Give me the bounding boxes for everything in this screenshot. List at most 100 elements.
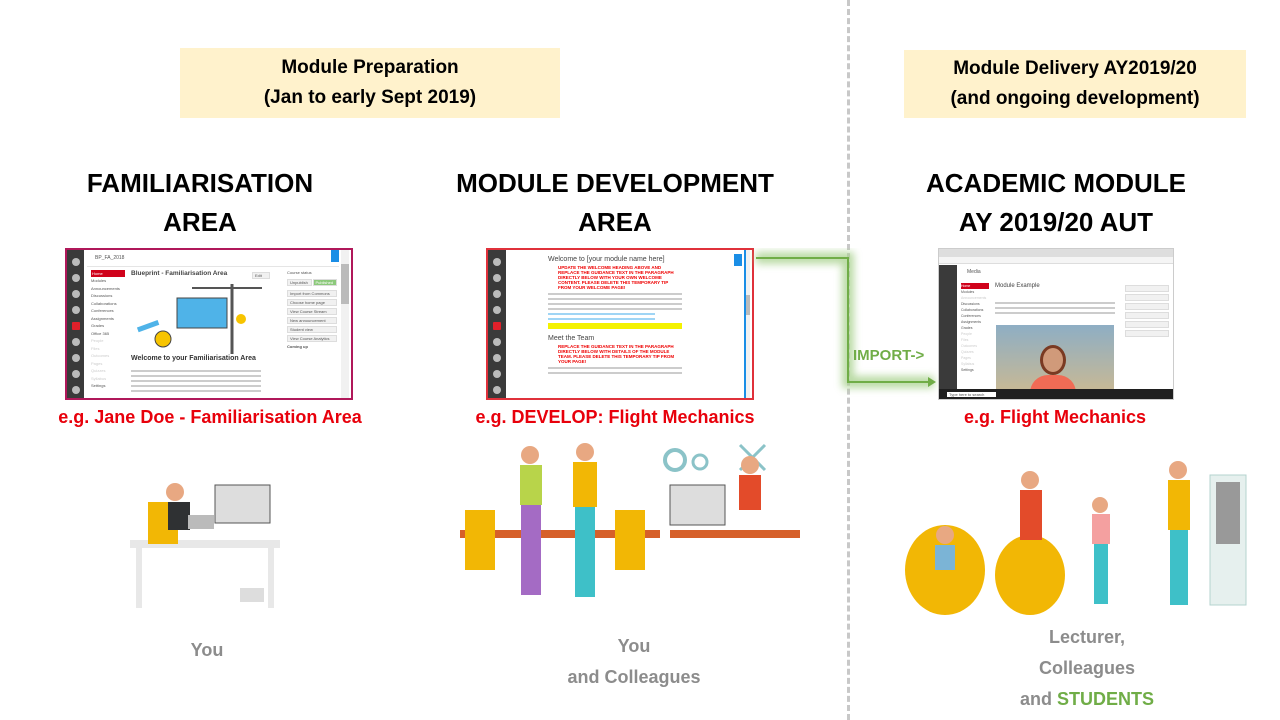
menu-item[interactable]: Settings: [91, 383, 106, 388]
colleagues-illustration: [460, 443, 800, 597]
guidance-tip: UPDATE THE WELCOME HEADING ABOVE AND REP…: [558, 265, 674, 290]
menu-item[interactable]: People: [91, 338, 104, 343]
menu-item[interactable]: Syllabus: [91, 375, 107, 381]
audience-line: Colleagues: [1038, 658, 1136, 678]
help-tab[interactable]: [331, 250, 339, 262]
import-label: IMPORT->: [853, 347, 925, 364]
phase-title: Module Preparation: [281, 57, 459, 78]
unpublish-button[interactable]: Unpublish: [287, 279, 312, 286]
menu-item[interactable]: Modules: [91, 278, 107, 283]
course-status-label: Course status: [287, 270, 312, 275]
menu-item[interactable]: Office 365: [91, 330, 110, 336]
menu-item[interactable]: Pages: [961, 356, 971, 360]
menu-item[interactable]: Grades: [961, 326, 973, 330]
phase-preparation: Module Preparation (Jan to early Sept 20…: [180, 48, 560, 118]
menu-item[interactable]: People: [961, 332, 972, 336]
sidebar-button[interactable]: Student view: [287, 326, 337, 333]
heading-line: ACADEMIC MODULE: [926, 168, 1186, 198]
heading-academic: ACADEMIC MODULE AY 2019/20 AUT: [896, 164, 1216, 242]
menu-item[interactable]: Quizzes: [91, 368, 106, 373]
sidebar-button[interactable]: Import from Commons: [287, 290, 337, 297]
menu-item[interactable]: Discussions: [961, 302, 980, 306]
audience-familiarisation: You: [190, 640, 224, 660]
students-illustration: [905, 461, 1247, 615]
menu-item[interactable]: Announcements: [961, 296, 987, 300]
menu-item[interactable]: Assignments: [91, 315, 114, 321]
audience-students: STUDENTS: [1057, 689, 1155, 709]
phase-delivery: Module Delivery AY2019/20 (and ongoing d…: [904, 50, 1246, 118]
person-at-desk-illustration: [130, 483, 280, 608]
menu-item[interactable]: Collaborations: [91, 300, 117, 306]
welcome-video[interactable]: [996, 325, 1114, 393]
menu-item[interactable]: Outcomes: [91, 353, 110, 358]
menu-item[interactable]: Syllabus: [961, 362, 975, 366]
edit-button[interactable]: Edit: [252, 272, 270, 279]
taskbar-search[interactable]: Type here to search: [947, 392, 997, 397]
heading-line: AREA: [163, 207, 237, 237]
audience-line: Lecturer,: [1048, 627, 1126, 647]
menu-item[interactable]: Settings: [961, 368, 974, 372]
menu-item[interactable]: Outcomes: [961, 344, 977, 348]
welcome-heading: Welcome to your Familiarisation Area: [131, 355, 256, 362]
sidebar-button[interactable]: New announcement: [287, 317, 337, 324]
menu-item[interactable]: Pages: [91, 360, 103, 366]
windows-taskbar: Type here to search: [939, 389, 1173, 399]
heading-line: MODULE DEVELOPMENT: [456, 168, 774, 198]
sidebar-button[interactable]: View Course Analytics: [287, 335, 337, 342]
phase-title: Module Delivery AY2019/20: [953, 58, 1197, 79]
meet-team-heading: Meet the Team: [548, 335, 595, 342]
menu-item[interactable]: Discussions: [91, 293, 113, 298]
caption-development: e.g. DEVELOP: Flight Mechanics: [475, 407, 755, 427]
coming-up-label: Coming up: [287, 344, 308, 349]
breadcrumb: Media: [967, 269, 981, 275]
menu-item[interactable]: Conferences: [961, 314, 981, 318]
menu-item[interactable]: Grades: [91, 323, 105, 328]
heading-familiarisation: FAMILIARISATION AREA: [40, 164, 360, 242]
sidebar-button[interactable]: View Course Stream: [287, 308, 337, 315]
blueprint-illustration: [137, 284, 262, 354]
import-connector: [756, 252, 936, 388]
audience-academic: Lecturer, Colleagues and STUDENTS: [987, 622, 1187, 715]
welcome-heading: Welcome to [your module name here]: [548, 256, 665, 263]
course-code: BP_FA_2018: [95, 255, 125, 261]
browser-address-bar[interactable]: [939, 257, 1173, 264]
help-tab[interactable]: [734, 254, 742, 266]
scrollbar[interactable]: [341, 250, 349, 398]
menu-items: Modules Announcements Discussions Collab…: [91, 277, 125, 390]
menu-item[interactable]: Quizzes: [961, 350, 974, 354]
course-menu: Home Modules Announcements Discussions C…: [91, 270, 125, 390]
page-title: Blueprint - Familiarisation Area: [131, 270, 228, 277]
arrow-head-icon: [928, 377, 936, 387]
guidance-tip: REPLACE THE GUIDANCE TEXT IN THE PARAGRA…: [558, 344, 675, 364]
familiarisation-screenshot: BP_FA_2018 Home Modules Announcements Di…: [65, 248, 353, 400]
menu-item-home[interactable]: Home: [961, 283, 989, 289]
menu-item-home[interactable]: Home: [91, 270, 125, 277]
canvas-global-nav: [939, 265, 957, 389]
menu-item[interactable]: Conferences: [91, 308, 114, 313]
menu-item[interactable]: Announcements: [91, 285, 120, 291]
menu-item[interactable]: Collaborations: [961, 308, 984, 312]
menu-item[interactable]: Assignments: [961, 320, 982, 324]
canvas-global-nav: [488, 250, 506, 398]
phase-subtitle: (and ongoing development): [950, 88, 1200, 109]
scrollbar[interactable]: [744, 250, 750, 398]
course-menu: Home Modules Announcements Discussions C…: [961, 283, 989, 373]
course-sidebar: Course status Unpublish Published Import…: [287, 270, 337, 349]
page-title: Module Example: [995, 283, 1040, 289]
sidebar-button[interactable]: Choose home page: [287, 299, 337, 306]
audience-line: and STUDENTS: [987, 684, 1187, 715]
browser-tabs: [939, 249, 1173, 257]
menu-item[interactable]: Files: [91, 345, 100, 351]
phase-dates: (Jan to early Sept 2019): [263, 87, 477, 108]
menu-item[interactable]: Files: [961, 338, 969, 342]
audience-line: You: [617, 636, 651, 656]
audience-and: and: [1019, 689, 1057, 709]
development-screenshot: Welcome to [your module name here] UPDAT…: [486, 248, 754, 400]
heading-development: MODULE DEVELOPMENT AREA: [430, 164, 800, 242]
caption-familiarisation: e.g. Jane Doe - Familiarisation Area: [58, 407, 362, 427]
menu-item[interactable]: Modules: [961, 290, 975, 294]
published-button[interactable]: Published: [312, 279, 337, 286]
audience-development: You and Colleagues: [534, 631, 734, 693]
heading-line: FAMILIARISATION: [86, 168, 314, 198]
canvas-global-nav: [67, 250, 84, 398]
